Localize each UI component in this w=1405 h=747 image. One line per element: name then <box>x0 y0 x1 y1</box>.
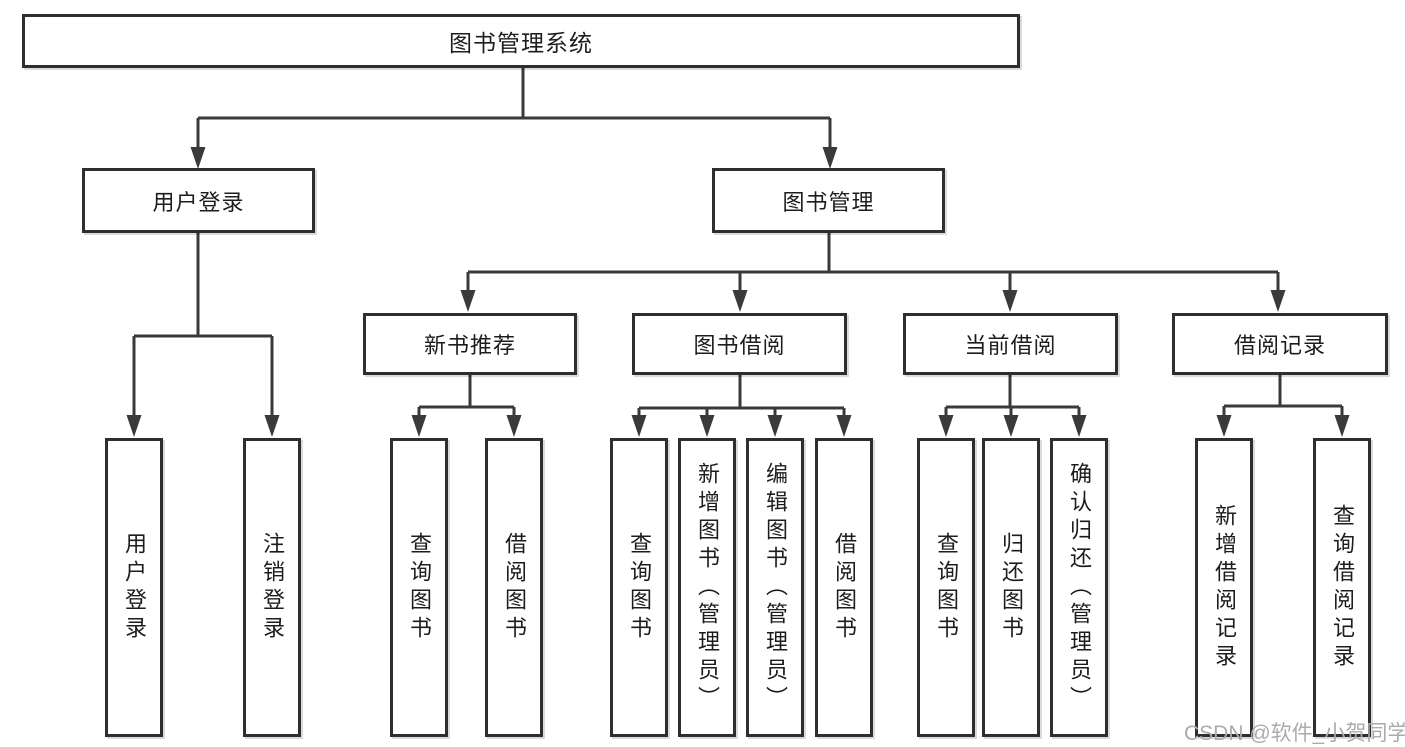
leaf-borrow-books-borrowing-label: 借阅图书 <box>832 531 857 644</box>
csdn-watermark: CSDN @软件_小贺同学 <box>1184 722 1405 745</box>
node-root-label: 图书管理系统 <box>449 30 593 56</box>
leaf-logout: 注销登录 <box>243 438 301 737</box>
node-book-management: 图书管理 <box>712 168 945 233</box>
leaf-edit-book-admin-label: 编辑图书（管理员） <box>763 461 788 714</box>
leaf-confirm-return-admin: 确认归还（管理员） <box>1050 438 1108 737</box>
leaf-query-borrow-record: 查询借阅记录 <box>1313 438 1371 737</box>
leaf-query-books-recommend: 查询图书 <box>390 438 448 737</box>
leaf-query-books-recommend-label: 查询图书 <box>407 531 432 644</box>
node-user-login-label: 用户登录 <box>152 189 245 215</box>
leaf-query-books-current-label: 查询图书 <box>934 531 959 644</box>
node-current-borrowing: 当前借阅 <box>903 313 1118 375</box>
node-user-login: 用户登录 <box>82 168 315 233</box>
connector-current-borrowing-to-leaves <box>938 375 1087 437</box>
connector-root-to-level2 <box>190 68 838 169</box>
leaf-add-borrow-record: 新增借阅记录 <box>1195 438 1253 737</box>
leaf-borrow-books-recommend: 借阅图书 <box>485 438 543 737</box>
leaf-borrow-books-recommend-label: 借阅图书 <box>502 531 527 644</box>
leaf-query-books-borrowing-label: 查询图书 <box>627 531 652 644</box>
leaf-add-borrow-record-label: 新增借阅记录 <box>1212 503 1237 672</box>
connector-new-book-recommend-to-leaves <box>411 375 522 437</box>
leaf-query-books-current: 查询图书 <box>917 438 975 737</box>
leaf-query-books-borrowing: 查询图书 <box>610 438 668 737</box>
connector-borrowing-records-to-leaves <box>1216 375 1350 437</box>
leaf-add-book-admin-label: 新增图书（管理员） <box>695 461 720 714</box>
node-borrowing-records: 借阅记录 <box>1172 313 1388 375</box>
node-new-book-recommend: 新书推荐 <box>363 313 577 375</box>
leaf-edit-book-admin: 编辑图书（管理员） <box>746 438 804 737</box>
node-new-book-recommend-label: 新书推荐 <box>423 333 516 358</box>
leaf-return-book-label: 归还图书 <box>999 531 1024 644</box>
connector-book-management-to-level3 <box>460 233 1286 312</box>
node-current-borrowing-label: 当前借阅 <box>964 333 1057 358</box>
leaf-user-login-label: 用户登录 <box>122 531 147 644</box>
node-book-borrowing-label: 图书借阅 <box>693 333 786 358</box>
node-book-management-label: 图书管理 <box>782 189 875 215</box>
leaf-add-book-admin: 新增图书（管理员） <box>678 438 736 737</box>
leaf-borrow-books-borrowing: 借阅图书 <box>815 438 873 737</box>
leaf-return-book: 归还图书 <box>982 438 1040 737</box>
leaf-user-login: 用户登录 <box>105 438 163 737</box>
node-book-borrowing: 图书借阅 <box>632 313 847 375</box>
leaf-query-borrow-record-label: 查询借阅记录 <box>1330 503 1355 672</box>
node-borrowing-records-label: 借阅记录 <box>1233 333 1326 358</box>
leaf-confirm-return-admin-label: 确认归还（管理员） <box>1067 461 1092 714</box>
leaf-logout-label: 注销登录 <box>260 531 285 644</box>
connector-book-borrowing-to-leaves <box>631 375 852 437</box>
node-root: 图书管理系统 <box>22 14 1020 68</box>
connector-user-login-to-leaves <box>126 233 280 437</box>
